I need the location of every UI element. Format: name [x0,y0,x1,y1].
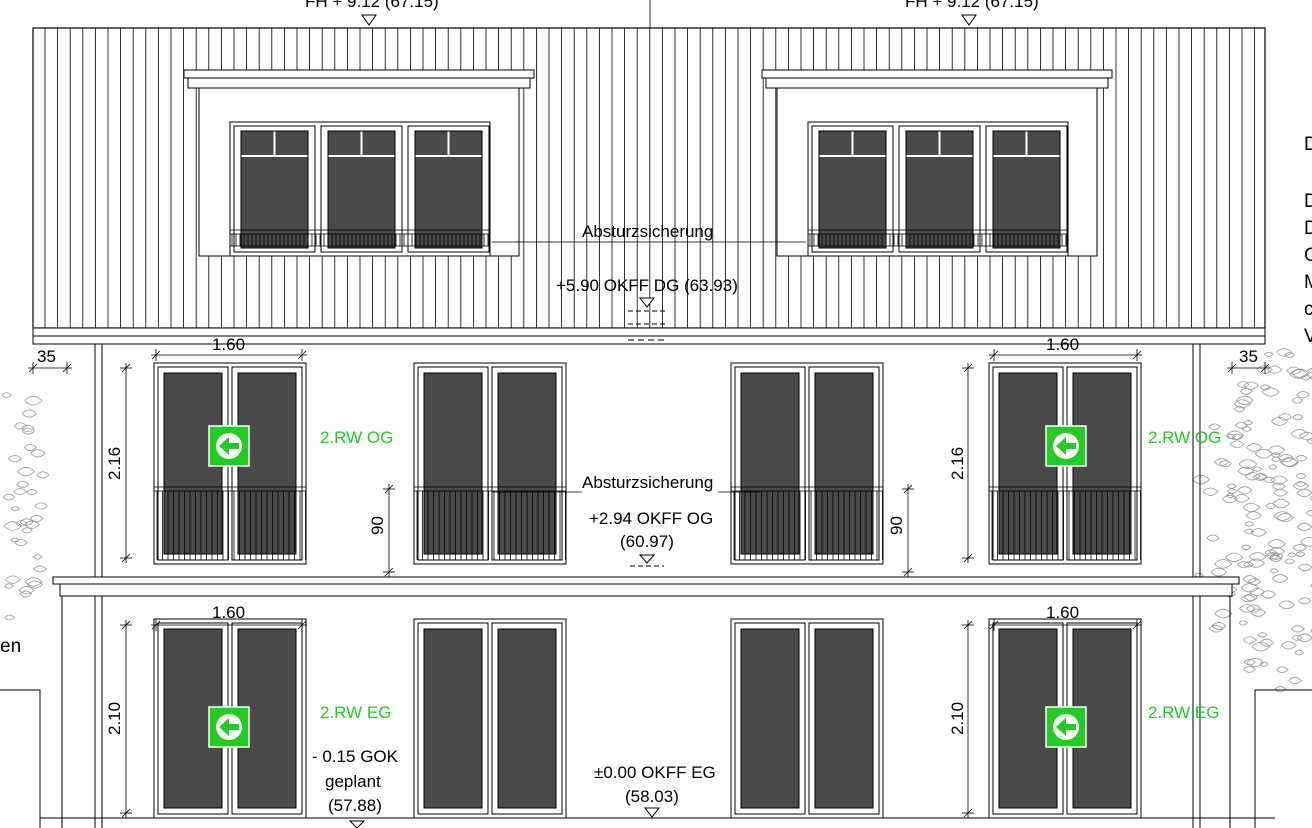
dim-rail-left: 90 [368,516,387,535]
dormer [761,69,1113,257]
label-level-og-1: +2.94 OKFF OG [589,509,713,528]
side-letter: G [1304,245,1312,266]
og-window [413,362,567,565]
side-letter: M [1304,272,1312,293]
dormer-window [811,125,894,253]
level-marker-fh-left [361,14,377,26]
label-absturz-og: Absturzsicherung [582,473,713,492]
label-fh-left: FH + 9.12 (67.15) [305,0,439,11]
french-balcony-railing [989,486,1141,560]
side-text-right: D D D G M c V [1304,134,1312,347]
tree-left-outline [1,392,50,621]
exit-arrow-icon [1045,425,1087,467]
dim-width-og-right: 1.60 [1046,335,1079,354]
label-absturz-dg: Absturzsicherung [582,222,713,241]
dormer-railing [808,229,1068,247]
label-level-eg-1: ±0.00 OKFF EG [594,763,716,782]
level-marker-eg [643,807,661,818]
side-letter: D [1304,134,1312,155]
label-gok-1: - 0.15 GOK [312,747,399,766]
dormer-window [407,125,490,253]
level-marker-dg [638,297,656,308]
side-letter: c [1304,299,1312,320]
side-letter: D [1304,218,1312,239]
label-rw-eg-right: 2.RW EG [1148,703,1219,722]
dim-height-eg-right: 2.10 [948,702,967,735]
exit-arrow-icon [208,706,250,748]
side-letter: D [1304,191,1312,212]
dormer-window [898,125,981,253]
dim-overhang-left: 35 [37,347,56,366]
dim-width-og-left: 1.60 [212,335,245,354]
dormer-railing [230,229,490,247]
label-level-dg: +5.90 OKFF DG (63.93) [556,276,738,295]
eaves [32,327,1266,345]
exit-arrow-icon [1045,706,1087,748]
dim-width-eg-right: 1.60 [1046,603,1079,622]
dim-height-og-right: 2.16 [948,447,967,480]
level-marker-fh-right [961,14,977,26]
eg-window [413,618,567,819]
label-gok-2: geplant [325,772,381,791]
label-gok-3: (57.88) [328,796,382,815]
french-balcony-railing [731,486,883,560]
level-marker-gok [348,820,366,828]
french-balcony-railing [154,486,306,560]
french-balcony-railing [414,486,566,560]
level-markers [348,14,977,828]
dim-width-eg-left: 1.60 [212,603,245,622]
dormer-window [985,125,1068,253]
side-text-left: en [0,636,21,657]
dormer-window [320,125,403,253]
label-rw-og-left: 2.RW OG [320,428,393,447]
label-fh-right: FH + 9.12 (67.15) [905,0,1039,11]
label-rw-eg-left: 2.RW EG [320,703,391,722]
dim-rail-right: 90 [887,516,906,535]
label-rw-og-right: 2.RW OG [1148,428,1221,447]
tree-right-outline [1192,348,1312,693]
dim-height-eg-left: 2.10 [105,702,124,735]
dormer-window [233,125,316,253]
dormer [183,69,535,257]
label-level-og-2: (60.97) [620,532,674,551]
side-letter: V [1304,326,1312,347]
eg-window [730,618,884,819]
dim-overhang-right: 35 [1239,347,1258,366]
og-window [730,362,884,565]
exit-arrow-icon [208,425,250,467]
label-level-eg-2: (58.03) [625,787,679,806]
level-marker-og [638,554,656,564]
dim-height-og-left: 2.16 [105,447,124,480]
